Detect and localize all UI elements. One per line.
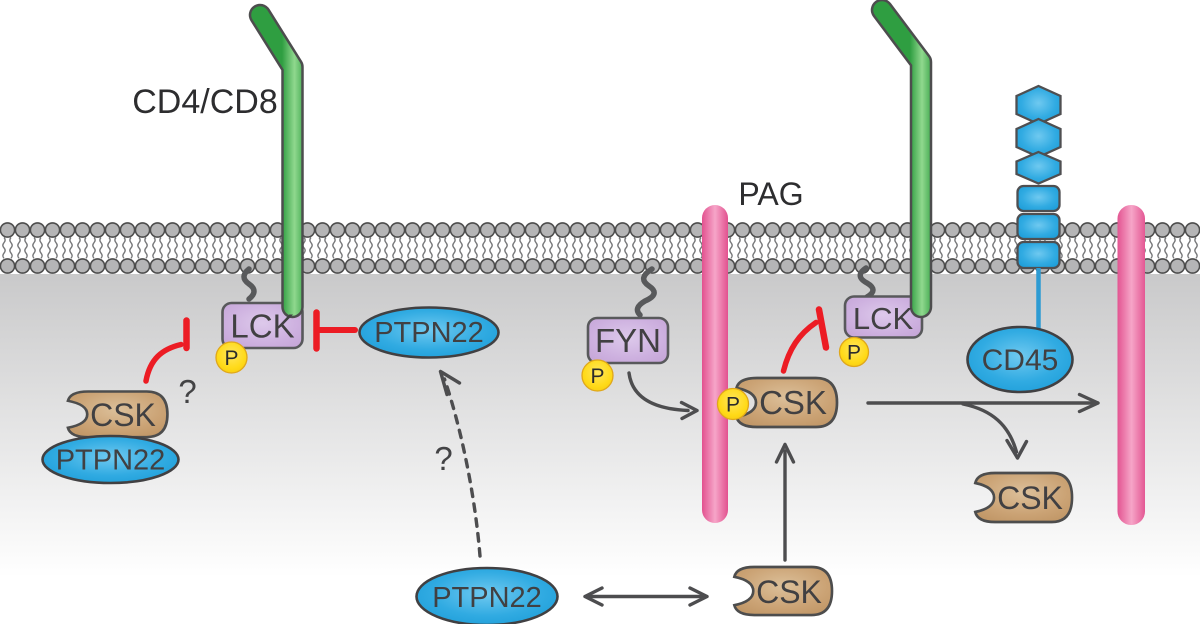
csk-release-arrow	[866, 392, 1100, 414]
question-mark-left: ?	[178, 373, 196, 410]
ptpn22-cytosolic-label: PTPN22	[432, 582, 542, 614]
cd4cd8-receptor-right	[870, 0, 933, 319]
ptpn22-dashed-arrow	[438, 369, 482, 558]
ptpn22-cytosolic	[415, 566, 559, 624]
ptpn22-complex-label: PTPN22	[56, 445, 166, 477]
phospho-label-lck-right: P	[847, 342, 861, 365]
ptpn22-upper	[358, 306, 500, 359]
cd45-hexagon-domain	[1015, 150, 1062, 185]
phospho-site-fyn	[581, 359, 614, 392]
phospho-site-lck-right	[838, 336, 870, 368]
pag-label: PAG	[738, 176, 803, 212]
cd45-receptor	[1015, 84, 1062, 270]
fyn-label: FYN	[595, 322, 661, 359]
phospho-site-csk	[716, 387, 750, 421]
lck-left-membrane-anchor	[241, 266, 257, 302]
question-mark-dashed: ?	[434, 440, 452, 477]
csk-cytosolic	[732, 565, 834, 617]
ptpn22-upper-label: PTPN22	[374, 317, 484, 349]
csk-complex-label: CSK	[90, 397, 156, 433]
cd4cd8-receptor-left	[248, 3, 304, 319]
lck-left-box	[221, 301, 304, 350]
phospho-site-lck-left	[215, 341, 248, 374]
fyn-membrane-anchor	[634, 266, 657, 318]
cd45-fn3-domain	[1016, 184, 1061, 213]
cd45-fn3-domain	[1016, 240, 1061, 270]
lipid-bilayer-membrane	[0, 222, 1200, 274]
pag-rod	[702, 205, 728, 523]
cd45-label: CD45	[982, 344, 1059, 377]
fyn-box	[586, 316, 670, 365]
phospho-label-lck-left: P	[224, 347, 238, 370]
cd45-fn3-domain	[1016, 212, 1061, 241]
lck-right-membrane-anchor	[857, 265, 876, 300]
cd4cd8-label: CD4/CD8	[132, 83, 277, 121]
csk-free-label: CSK	[997, 480, 1063, 516]
csk-free	[973, 471, 1074, 524]
inhibition-ptpn22-lck	[313, 309, 358, 352]
phospho-label-fyn: P	[590, 365, 604, 388]
lck-left-label: LCK	[230, 308, 294, 345]
ptpn22-csk-double-arrow	[583, 586, 709, 607]
phospho-label-csk: P	[726, 394, 740, 417]
csk-in-complex	[66, 390, 169, 439]
inhibition-csk-lck	[780, 306, 830, 374]
csk-pag-label: CSK	[759, 384, 827, 421]
lck-right-label: LCK	[853, 301, 914, 336]
ptpn22-in-complex	[41, 434, 180, 485]
csk-dissociation-arrow	[961, 402, 1029, 460]
fyn-to-csk-arrow	[627, 371, 699, 421]
csk-cytosolic-label: CSK	[756, 574, 822, 610]
inhibition-left	[143, 317, 190, 384]
transmembrane-rod-right	[1117, 205, 1145, 525]
csk-recruitment-arrow	[774, 442, 796, 562]
cd45-cytoplasmic-domain	[966, 325, 1074, 394]
